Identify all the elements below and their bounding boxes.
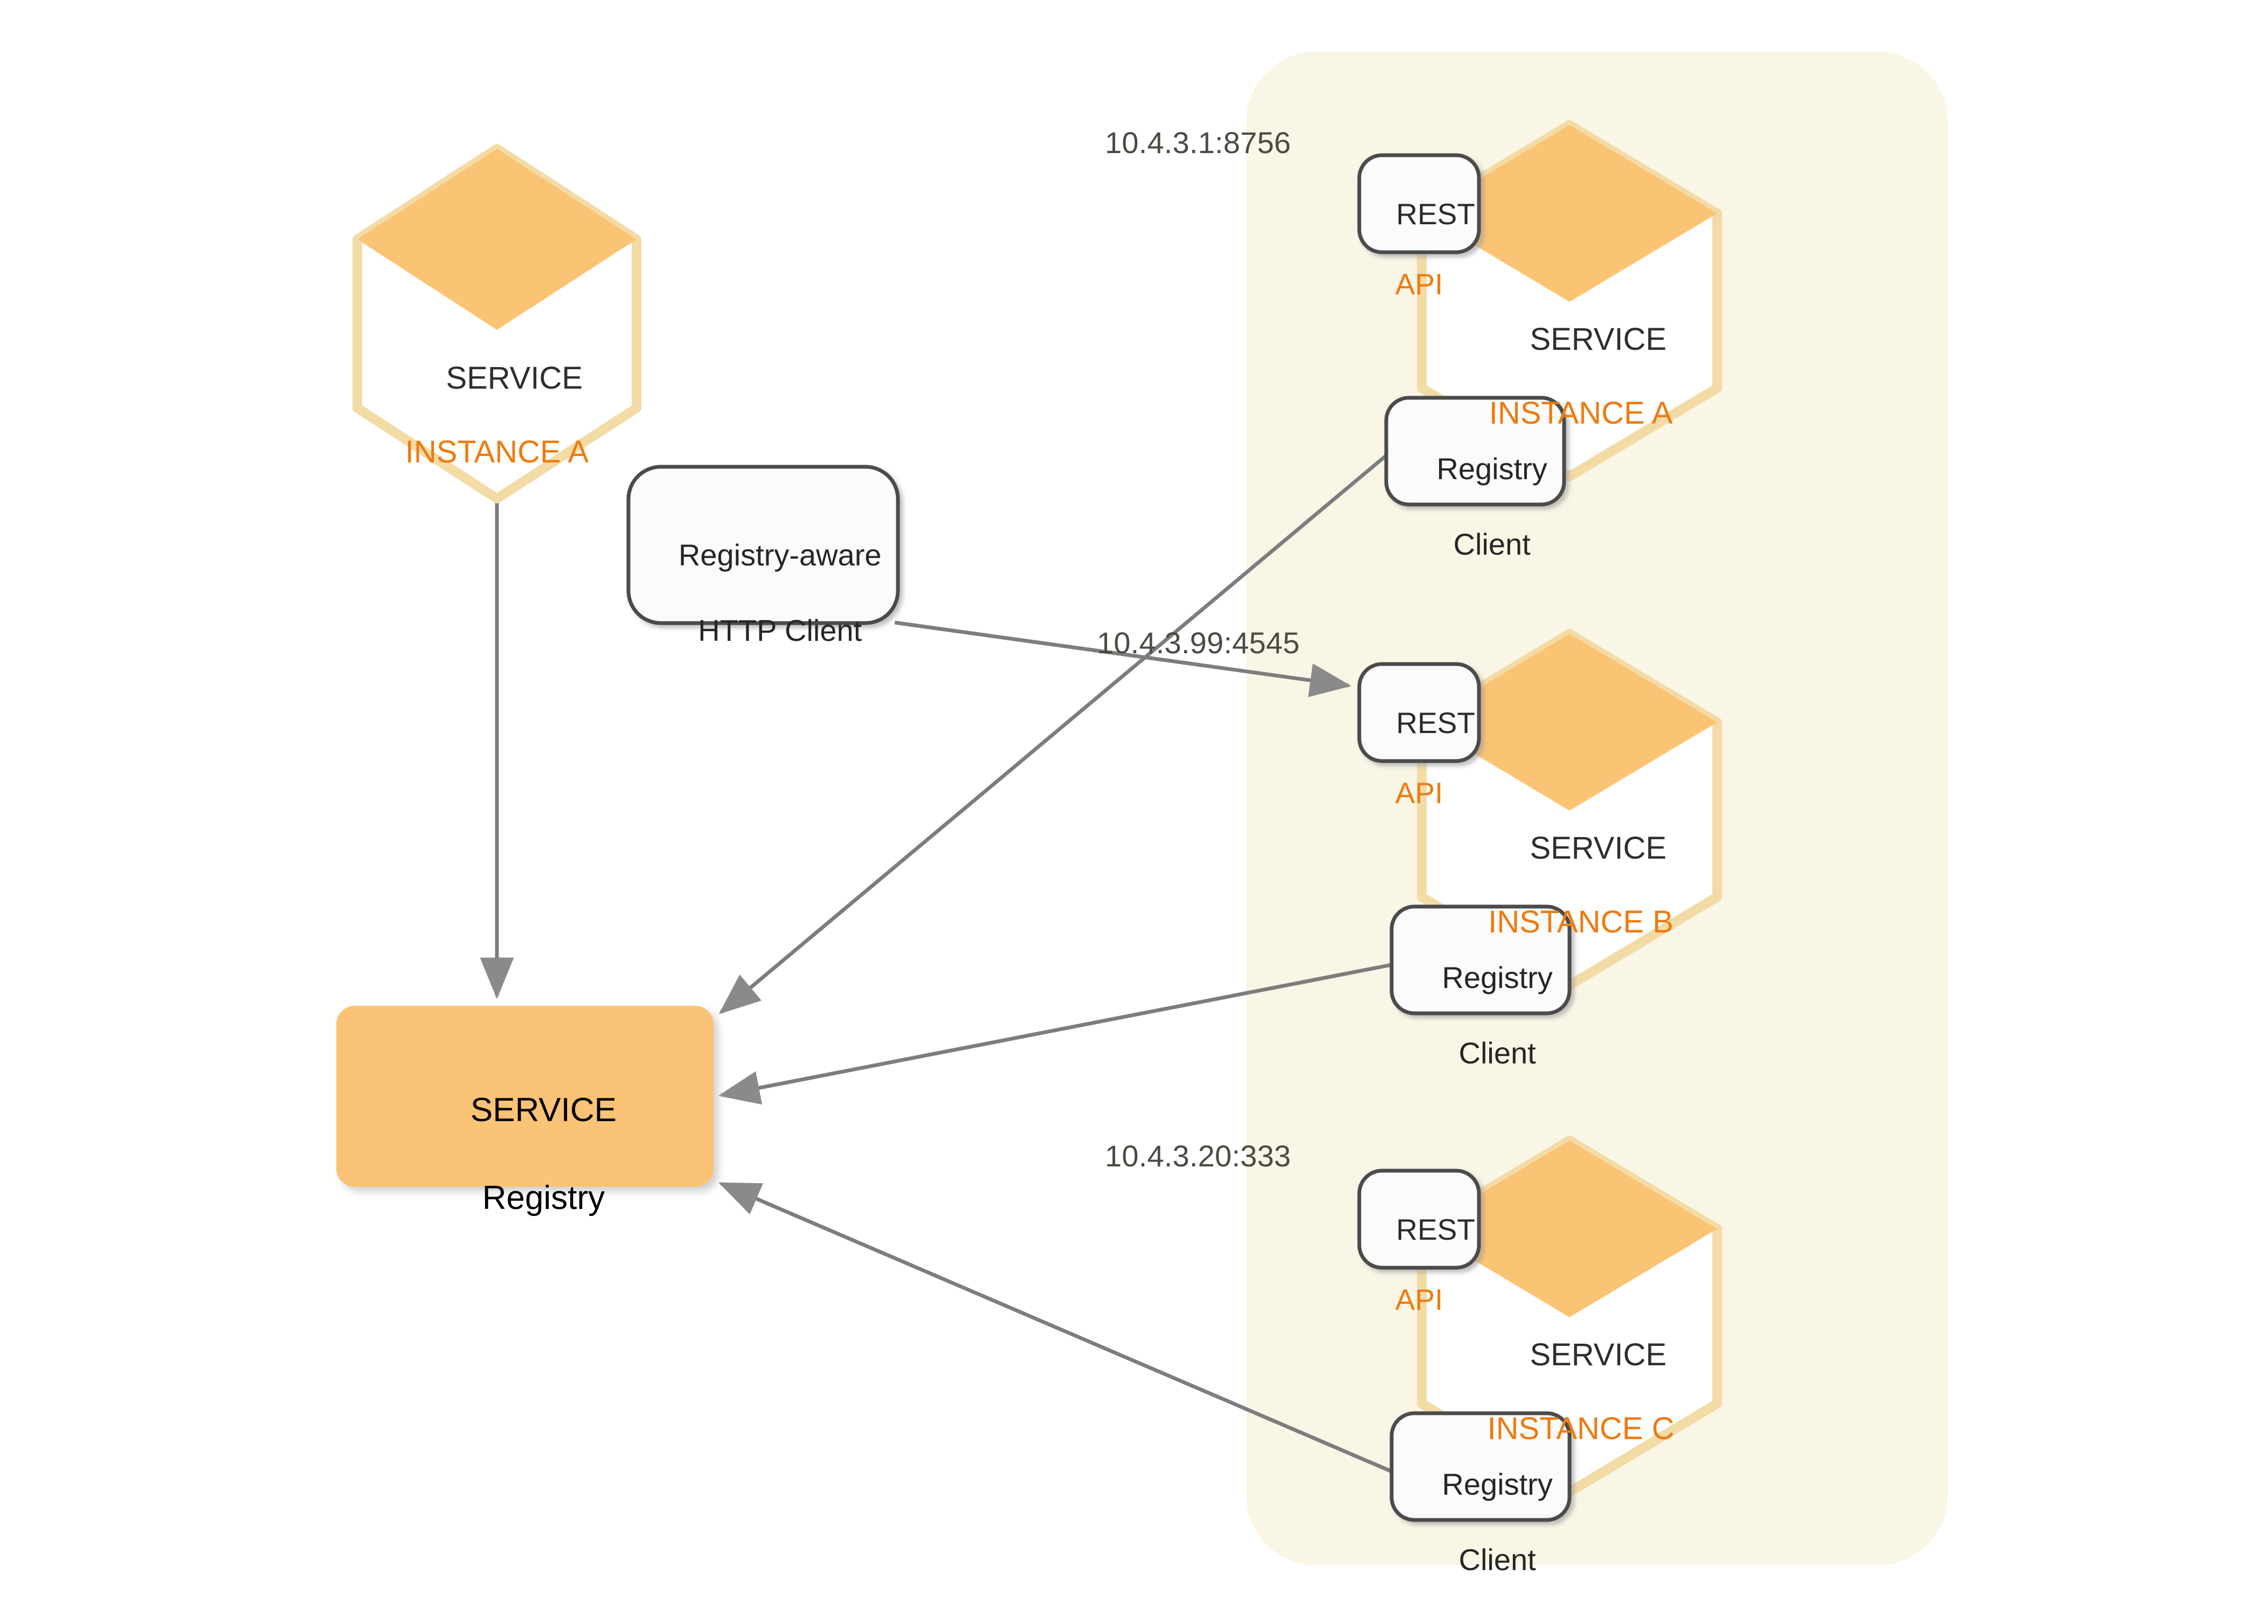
registry-client-chip-a[interactable] [1384,396,1566,507]
rest-api-chip-a[interactable] [1357,153,1481,254]
line-http-client-to-rest-api-b [894,620,1352,697]
panel-instance-c-group [1357,1136,1722,1522]
hexagon-cap-diamond [357,149,637,330]
hexagon-cap-diamond [1422,634,1717,811]
hexagon-cap-diamond [1422,125,1717,302]
line-registry-client-a-to-registry [718,454,1388,1014]
service-registry-box[interactable] [336,1006,714,1187]
line-registry-client-c-to-registry [718,1181,1393,1474]
panel-instance-b-group [1357,629,1722,1015]
line-registry-client-b-to-registry [718,963,1392,1105]
rest-api-chip-b[interactable] [1357,662,1481,763]
connection-lines [480,454,1393,1474]
left-service-instance-a-hexagon [352,144,641,503]
registry-client-chip-b[interactable] [1389,904,1572,1015]
rest-api-chip-c[interactable] [1357,1169,1481,1270]
registry-client-chip-c[interactable] [1389,1411,1572,1522]
panel-instance-a-group [1357,120,1722,507]
hexagon-cap-diamond [1422,1141,1717,1317]
registry-aware-http-client-chip[interactable] [626,465,900,625]
